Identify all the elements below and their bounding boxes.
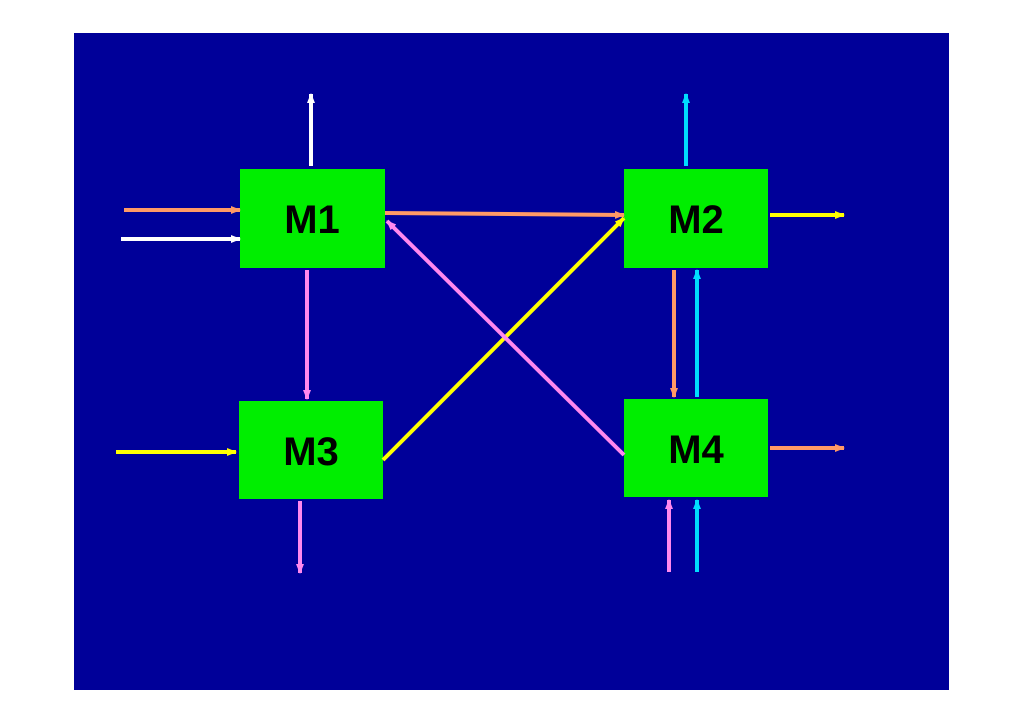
box-m3-label: M3 xyxy=(283,430,339,474)
box-m3: M3 xyxy=(239,401,383,499)
m4-to-m1-pink-arrow xyxy=(385,219,626,457)
box-m2-label: M2 xyxy=(668,198,724,242)
box-m2: M2 xyxy=(624,169,768,268)
diagram-background xyxy=(74,33,949,690)
box-m1-label: M1 xyxy=(284,198,340,242)
box-m1: M1 xyxy=(240,169,385,268)
box-m4-label: M4 xyxy=(668,428,724,472)
m1-to-m2-salmon-arrow xyxy=(384,210,625,219)
m3-to-m2-yellow-arrow xyxy=(381,216,626,462)
box-m4: M4 xyxy=(624,399,768,497)
